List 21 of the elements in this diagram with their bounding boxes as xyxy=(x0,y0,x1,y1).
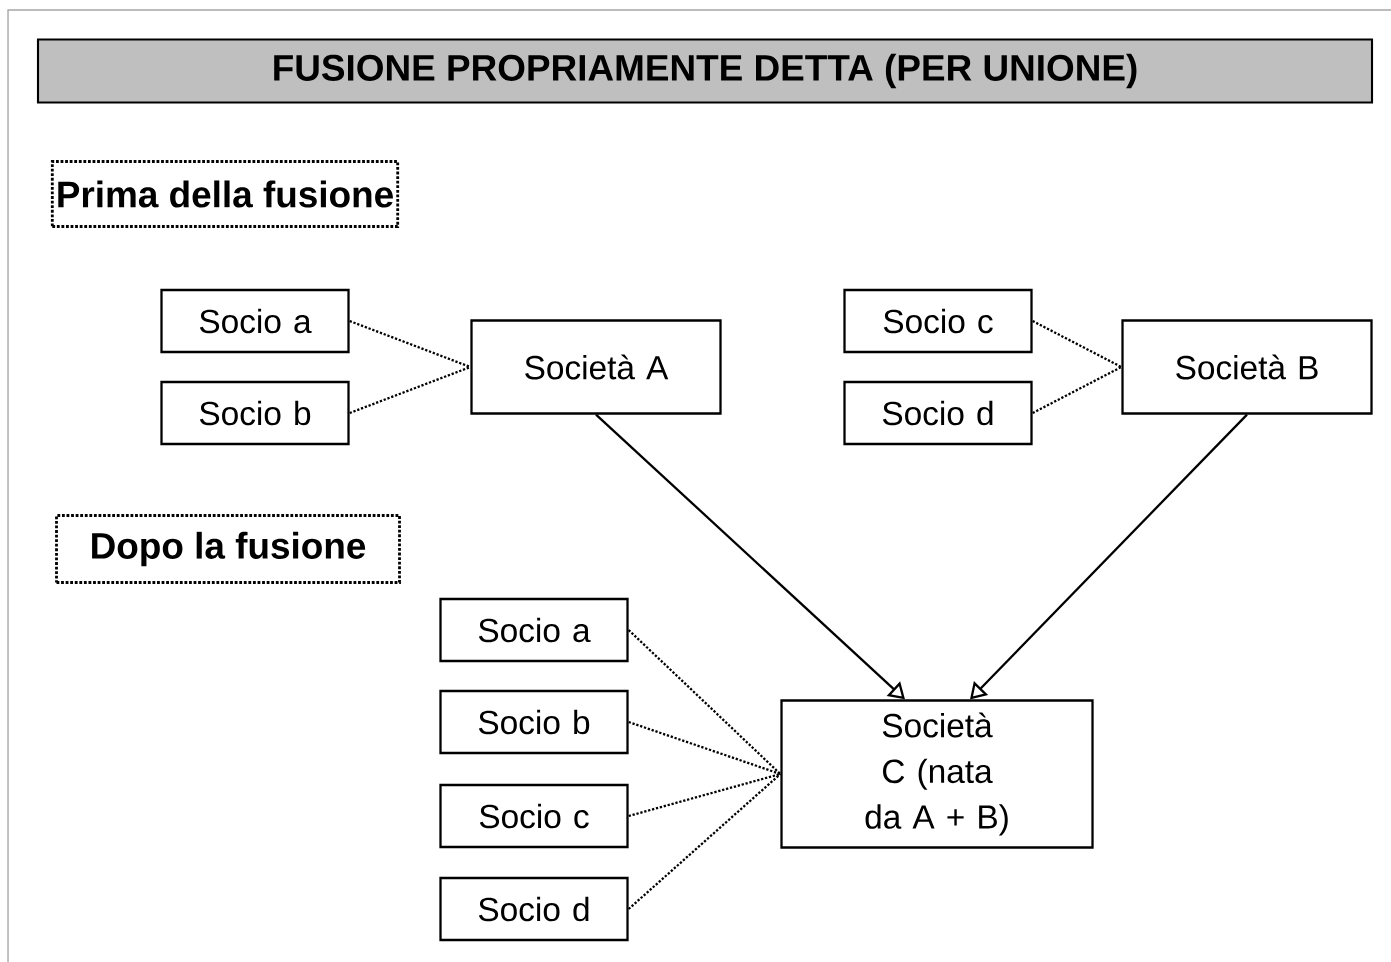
section-heading: Prima della fusione xyxy=(50,160,400,228)
connector-line xyxy=(628,772,781,818)
company-box: Società C (nata da A + B) xyxy=(780,699,1094,849)
partner-box: Socio a xyxy=(160,288,350,354)
company-box: Società A xyxy=(470,319,722,415)
connector-line xyxy=(1032,320,1122,369)
partner-box: Socio a xyxy=(439,597,629,663)
company-box: Società B xyxy=(1121,319,1373,415)
partner-box: Socio c xyxy=(843,288,1033,354)
connector-line xyxy=(627,773,782,910)
connector-line xyxy=(1032,366,1122,415)
partner-box: Socio c xyxy=(439,783,629,849)
partner-box: Socio b xyxy=(439,689,629,755)
section-heading: Dopo la fusione xyxy=(55,514,401,584)
partner-box: Socio d xyxy=(439,876,629,942)
partner-box: Socio b xyxy=(160,380,350,446)
connector-line xyxy=(349,365,471,415)
title-band: FUSIONE PROPRIAMENTE DETTA (PER UNIONE) xyxy=(36,38,1374,104)
connector-line xyxy=(349,319,471,369)
partner-box: Socio d xyxy=(843,380,1033,446)
connector-line xyxy=(628,720,781,776)
